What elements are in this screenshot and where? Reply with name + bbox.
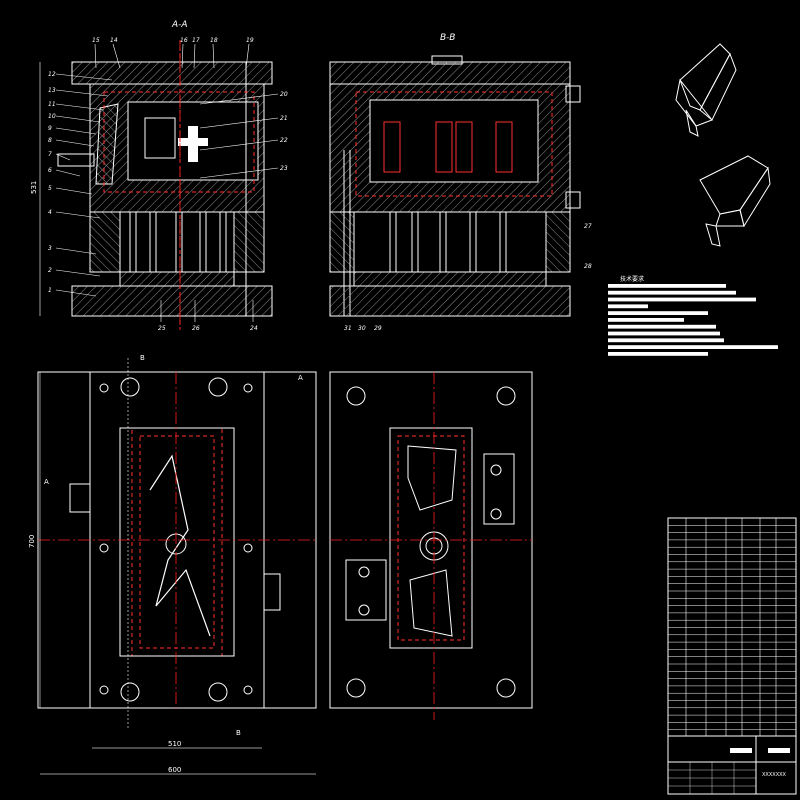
leader-line xyxy=(55,139,95,147)
leader-line xyxy=(55,127,97,135)
tech-requirement-line xyxy=(608,304,648,309)
callout-number: 5 xyxy=(48,185,52,192)
tech-requirements: 技术要求 xyxy=(608,275,778,356)
callout-number: 31 xyxy=(344,325,352,332)
callout-number: 30 xyxy=(358,325,366,332)
tech-requirement-line xyxy=(608,338,724,343)
callout-number: 10 xyxy=(48,113,56,120)
callout-number: 2 xyxy=(48,267,52,274)
callout-number: 17 xyxy=(192,37,200,44)
leader-line xyxy=(193,43,196,69)
section-aa-view: A-A 531 xyxy=(30,20,288,332)
callout-number: 22 xyxy=(280,137,288,144)
leader-line xyxy=(112,43,121,69)
callout-number: 18 xyxy=(210,37,218,44)
leader-line xyxy=(199,93,279,105)
callout-number: 20 xyxy=(280,91,288,98)
section-marker-b-bottom: B xyxy=(236,729,241,737)
tech-requirement-line xyxy=(608,318,684,322)
parts-list-table: XXXXXXX xyxy=(667,517,797,795)
dim-height-left: 531 xyxy=(30,181,38,194)
leader-line xyxy=(212,43,215,69)
callout-number: 12 xyxy=(48,71,56,78)
callout-number: 27 xyxy=(584,223,592,230)
leader-line xyxy=(199,117,279,129)
callout-number: 6 xyxy=(48,167,52,174)
callout-number: 4 xyxy=(48,209,52,216)
tech-requirement-line xyxy=(608,297,756,302)
tech-requirement-line xyxy=(608,324,716,329)
callout-number: 14 xyxy=(110,37,118,44)
callout-number: 21 xyxy=(280,115,288,122)
tech-requirement-line xyxy=(608,345,778,349)
callout-number: 1 xyxy=(48,287,52,294)
dim-width-outer: 600 xyxy=(168,766,181,774)
callout-number: 19 xyxy=(246,37,254,44)
callout-number: 29 xyxy=(374,325,382,332)
tech-requirements-title: 技术要求 xyxy=(620,275,644,283)
plan-view-fixed-half xyxy=(329,371,533,720)
callout-number: 3 xyxy=(48,245,52,252)
callout-number: 11 xyxy=(48,101,56,108)
leader-line xyxy=(55,169,81,177)
callout-number: 23 xyxy=(280,165,288,172)
section-marker-a-left: A xyxy=(44,478,49,486)
leader-line xyxy=(199,139,279,151)
leader-line xyxy=(55,73,113,81)
callout-number: 24 xyxy=(250,325,258,332)
section-bb-view: B-B 31 30 29 27 28 xyxy=(329,33,592,332)
leader-line xyxy=(55,269,101,277)
tech-requirement-line xyxy=(608,311,708,315)
leader-line xyxy=(55,289,97,297)
dim-width-inner: 510 xyxy=(168,740,181,748)
callout-number: 28 xyxy=(584,263,592,270)
section-marker-a-right: A xyxy=(298,374,303,382)
leader-line xyxy=(55,115,101,123)
callout-number: 8 xyxy=(48,137,52,144)
callout-number: 16 xyxy=(180,37,188,44)
leader-line xyxy=(55,153,71,161)
section-bb-title: B-B xyxy=(440,33,455,43)
leader-line xyxy=(55,187,93,195)
plan-view-moving-half: B B A A 510 600 700 xyxy=(28,354,317,775)
leader-line xyxy=(55,103,105,111)
callout-number: 9 xyxy=(48,125,52,132)
dim-plan-height: 700 xyxy=(28,535,36,548)
leader-line xyxy=(245,43,250,69)
title-block: XXXXXXX xyxy=(668,735,796,794)
leader-line xyxy=(55,211,101,219)
callout-number: 13 xyxy=(48,87,56,94)
tech-requirement-line xyxy=(608,331,720,336)
callout-number: 7 xyxy=(48,151,52,158)
leader-line xyxy=(181,43,184,69)
part-isometric-views xyxy=(675,43,771,247)
leader-line xyxy=(94,43,97,69)
callout-number: 26 xyxy=(192,325,200,332)
tech-requirement-line xyxy=(608,290,736,295)
leader-line xyxy=(55,89,109,97)
callout-number: 15 xyxy=(92,37,100,44)
tech-requirement-line xyxy=(608,352,708,356)
tech-requirement-line xyxy=(608,284,726,288)
drawing-number: XXXXXXX xyxy=(762,772,787,778)
section-aa-title: A-A xyxy=(171,20,188,30)
leader-line xyxy=(199,167,279,179)
leader-line xyxy=(55,247,97,255)
callout-number: 25 xyxy=(158,325,166,332)
section-marker-b-top: B xyxy=(140,354,145,362)
